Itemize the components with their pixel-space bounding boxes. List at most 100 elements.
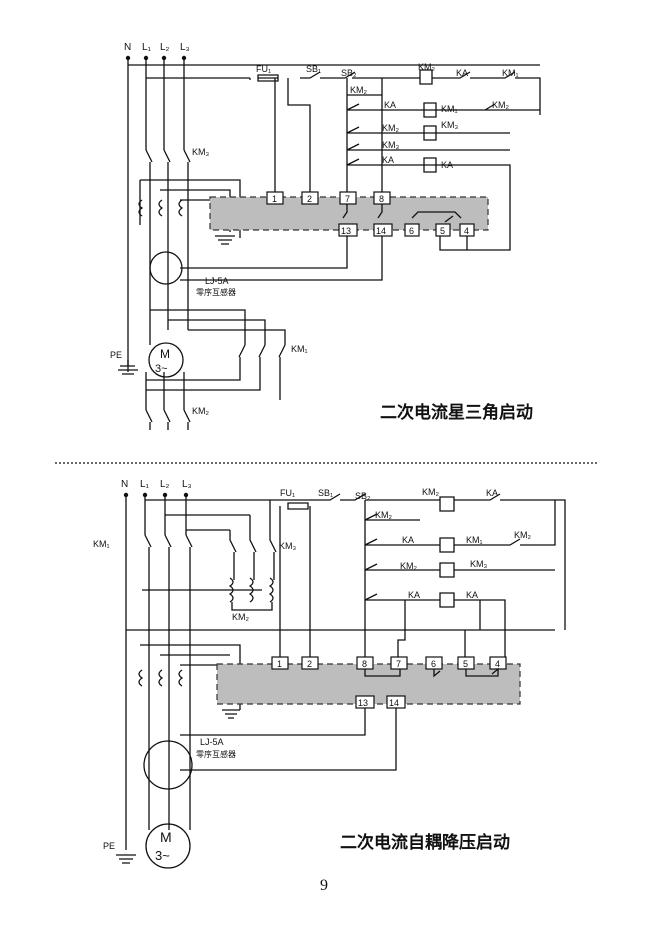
motor-feeds	[145, 245, 286, 410]
pe-ground-symbol	[118, 360, 138, 375]
row4-km3-coil-label-2: KM₃	[470, 559, 488, 569]
motor-m: M	[160, 347, 170, 361]
sb2-label: SB₂	[341, 68, 357, 78]
km2-star-contacts	[145, 409, 191, 430]
terminal-4-2: 4	[495, 659, 500, 669]
current-transformer-coils-2	[138, 640, 241, 720]
autotrans-km2-label: KM₂	[232, 612, 250, 622]
row6-ka-label: KA	[382, 155, 394, 165]
ground-symbol-top-ct	[215, 235, 235, 245]
diagram-star-delta: N L₁ L₂ L₃ KM₃ 1 2 7 8	[110, 42, 541, 430]
terminal-8-2: 8	[362, 659, 367, 669]
fuse-fu1-label-2: FU₁	[280, 488, 295, 498]
sb2-label-2: SB₂	[355, 491, 371, 501]
main-bus-lines-2	[125, 495, 555, 850]
terminal-7-2: 7	[396, 659, 401, 669]
row4-km3-coil-label: KM₃	[441, 120, 459, 130]
row3-km1-coil-label: KM₁	[441, 104, 458, 114]
row5-ka-coil-label-2: KA	[466, 590, 478, 600]
km3-autotrans-contacts	[228, 500, 277, 611]
km1-contact-label: KM₁	[502, 68, 519, 78]
motor-phase: 3~	[155, 363, 168, 375]
sb1-label: SB₁	[306, 64, 321, 74]
terminal-7: 7	[345, 194, 350, 204]
control-circuit-wiring-2	[180, 493, 566, 771]
bus-label-l3: L₃	[180, 42, 190, 53]
bus-terminal-dots-2	[123, 492, 189, 498]
relay-terminals-bottom-2: 13 14	[355, 695, 406, 709]
bus-terminal-dots	[125, 55, 187, 61]
sensor-name: 零序互感器	[196, 287, 236, 297]
main-bus-lines	[127, 58, 540, 372]
ground-symbol-ct-2	[222, 709, 240, 719]
bus-label-l3-2: L₃	[182, 479, 192, 490]
relay-internal-contacts-2	[364, 667, 499, 678]
km2-coil-label: KM₂	[418, 62, 436, 72]
row5-ka-label-2: KA	[408, 590, 420, 600]
caption-autotransformer: 二次电流自耦降压启动	[340, 832, 510, 853]
row3-km1-coil-label-2: KM₁	[466, 535, 483, 545]
terminal-14: 14	[376, 226, 386, 236]
bus-label-n: N	[124, 42, 131, 53]
motor-feeds-2	[148, 720, 191, 830]
relay-terminals-top-2: 1 2 8 7 6 5 4	[271, 656, 507, 670]
ka-contact-label-2: KA	[486, 488, 498, 498]
bus-label-l2: L₂	[160, 42, 170, 53]
terminal-6-2: 6	[431, 659, 436, 669]
zero-sequence-ct-ring	[149, 251, 183, 285]
sensor-model-2: LJ-5A	[200, 737, 224, 747]
pe-label: PE	[110, 350, 122, 360]
terminal-1: 1	[272, 194, 277, 204]
terminal-13-2: 13	[358, 698, 368, 708]
bus-label-n-2: N	[121, 479, 128, 490]
sensor-model: LJ-5A	[205, 276, 229, 286]
row3-ka-label: KA	[384, 100, 396, 110]
row2-km2-label: KM₂	[350, 85, 368, 95]
sb1-label-2: SB₁	[318, 488, 333, 498]
terminal-13: 13	[341, 226, 351, 236]
row3-ka-label-2: KA	[402, 535, 414, 545]
pe-label-2: PE	[103, 841, 115, 851]
km1-left-label: KM₁	[93, 539, 110, 549]
motor-circle-2	[145, 823, 191, 869]
row2-km2-label-2: KM₂	[375, 510, 393, 520]
terminal-14-2: 14	[389, 698, 399, 708]
diagram-autotransformer: N L₁ L₂ L₃ KM₁ KM₃ KM₂ 1 2 8	[93, 479, 566, 869]
km2-coil-label-2: KM₂	[422, 487, 440, 497]
zero-sequence-ct-ring-2	[143, 740, 193, 790]
relay-internal-contacts	[342, 204, 462, 223]
bus-label-l2-2: L₂	[160, 479, 170, 490]
motor-circle	[148, 342, 184, 378]
terminal-8: 8	[379, 194, 384, 204]
fuse-fu1-label: FU₁	[256, 64, 271, 74]
ka-contact-label: KA	[456, 68, 468, 78]
row3-km2-label: KM₂	[492, 100, 510, 110]
motor-phase-2: 3~	[155, 848, 170, 863]
row3-km2-label-2: KM₂	[514, 530, 532, 540]
km3-label: KM₃	[192, 147, 210, 157]
terminal-5: 5	[440, 226, 445, 236]
terminal-2: 2	[307, 194, 312, 204]
row6-ka-coil-label: KA	[441, 160, 453, 170]
km1-main-contacts	[142, 534, 262, 640]
page-number: 9	[320, 877, 328, 894]
relay-terminals-bottom: 13 14 6 5 4	[338, 223, 475, 237]
relay-terminals-top: 1 2 7 8	[266, 191, 391, 205]
pe-ground-symbol-2	[116, 854, 136, 864]
terminal-5-2: 5	[463, 659, 468, 669]
delta-km1-label: KM₁	[291, 344, 308, 354]
bus-label-l1: L₁	[142, 42, 152, 53]
km2-star-label: KM₂	[192, 406, 210, 416]
control-circuit-wiring	[180, 69, 541, 281]
sensor-name-2: 零序互感器	[196, 749, 236, 759]
row5-km3-label: KM₃	[382, 140, 400, 150]
terminal-6: 6	[409, 226, 414, 236]
terminal-2-2: 2	[307, 659, 312, 669]
row4-km2-label: KM₂	[382, 123, 400, 133]
caption-star-delta: 二次电流星三角启动	[380, 402, 533, 423]
row4-km2-label-2: KM₂	[400, 561, 418, 571]
km3-main-contacts	[145, 149, 191, 178]
terminal-1-2: 1	[277, 659, 282, 669]
km3-label-2: KM₃	[279, 541, 297, 551]
